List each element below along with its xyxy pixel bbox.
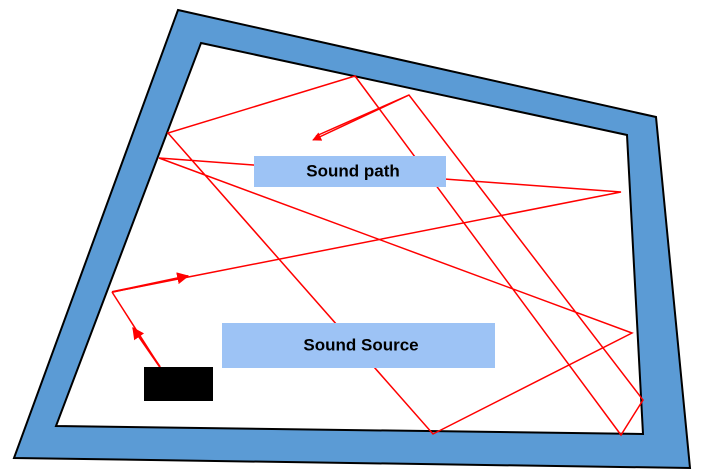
sound-source-block xyxy=(144,367,213,401)
room-floor xyxy=(54,41,645,436)
sound-path-label: Sound path xyxy=(306,161,399,180)
sound-source-label: Sound Source xyxy=(303,335,418,354)
sound-path-label-box xyxy=(254,156,446,187)
sound-source-label-box xyxy=(222,323,495,368)
arrow-first-reflection xyxy=(111,272,190,293)
arrow-source-direction xyxy=(132,327,161,368)
arrow-path-end xyxy=(312,94,410,141)
